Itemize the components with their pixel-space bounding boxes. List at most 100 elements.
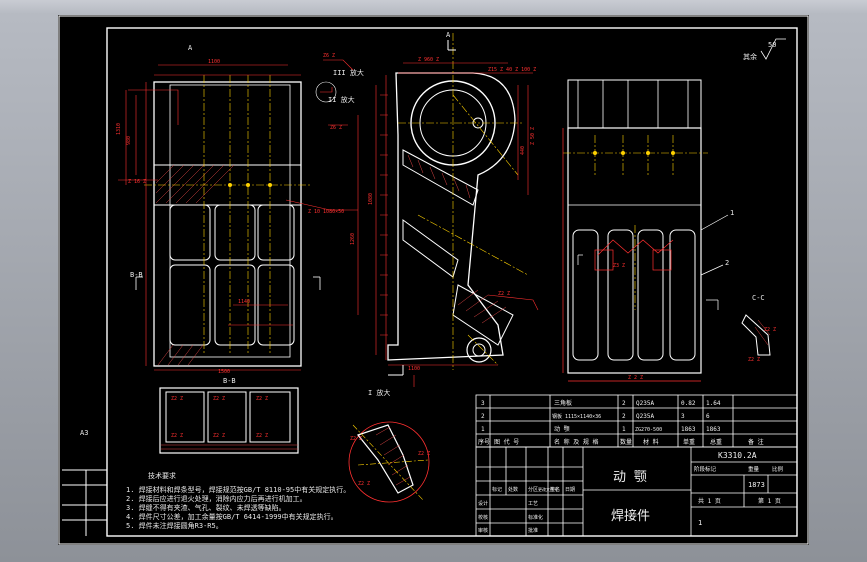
svg-text:1500: 1500 xyxy=(218,369,230,375)
bom-h-code: 图 代 号 xyxy=(494,438,519,446)
roughness-value: 50 xyxy=(768,41,776,49)
bom-h-qty: 数量 xyxy=(620,438,632,446)
svg-text:Z2 Z: Z2 Z xyxy=(418,451,430,457)
bom-r2-no: 2 xyxy=(481,413,485,420)
bom-r2-total: 6 xyxy=(706,413,710,420)
svg-text:Z 10 1080×50: Z 10 1080×50 xyxy=(308,209,344,215)
roughness-symbol: 其余 50 xyxy=(743,38,786,61)
note-2: 2. 焊接后应进行退火处理，消除内应力后再进行机加工。 xyxy=(126,494,307,503)
svg-text:1100: 1100 xyxy=(208,59,220,65)
rev-h-5: 日期 xyxy=(565,487,575,493)
callout-1: 1 xyxy=(730,209,734,217)
svg-text:Z3 Z: Z3 Z xyxy=(613,263,625,269)
side-view: 1260 1080 Z15 Z 40 Z 100 ZZ 960 Z 440 Z … xyxy=(315,31,539,387)
svg-text:Z 16 Z: Z 16 Z xyxy=(128,179,146,185)
margin-label: A3 xyxy=(80,429,88,437)
section-mark-b-left: B-B xyxy=(130,271,143,279)
svg-text:1100: 1100 xyxy=(408,366,420,372)
bom-r1-unit: 0.82 xyxy=(681,400,696,407)
notes-title: 技术要求 xyxy=(148,471,176,480)
svg-text:Z2 Z: Z2 Z xyxy=(748,357,760,363)
svg-text:Z2 Z: Z2 Z xyxy=(213,396,225,402)
role-4: 标准化 xyxy=(528,514,543,521)
svg-text:980: 980 xyxy=(126,136,132,145)
callout-2: 2 xyxy=(725,259,729,267)
bom-r3-unit: 1863 xyxy=(681,426,696,433)
section-c-label: C-C xyxy=(752,294,765,302)
bom-r3-qty: 1 xyxy=(622,426,626,433)
svg-text:Z2 Z: Z2 Z xyxy=(171,433,183,439)
svg-text:Z2 Z: Z2 Z xyxy=(358,481,370,487)
title-block-text: K3310.2A 动 颚 焊接件 阶段标记 重量 比例 1873 1 共 1 页… xyxy=(478,451,784,534)
rev-h-4: 签名 xyxy=(550,486,560,493)
note-5: 5. 焊件未注焊接圆角R3-R5。 xyxy=(126,521,223,530)
part-type: 焊接件 xyxy=(611,508,650,524)
stage-header-1: 重量 xyxy=(748,465,760,473)
drawing-canvas: A3 xyxy=(58,15,809,545)
svg-text:1140: 1140 xyxy=(238,299,250,305)
bom-h-no: 序号 xyxy=(478,438,490,446)
svg-text:1310: 1310 xyxy=(116,123,122,135)
drawing-number: K3310.2A xyxy=(718,451,757,460)
svg-text:440: 440 xyxy=(520,146,526,155)
bom-r1-mat: Q235A xyxy=(636,400,654,407)
stage-header-0: 阶段标记 xyxy=(694,465,717,473)
bom-r1-qty: 2 xyxy=(622,400,626,407)
stage-header-2: 比例 xyxy=(772,465,784,473)
bom-r2-unit: 3 xyxy=(681,413,685,420)
outer-border xyxy=(58,15,809,545)
svg-text:Z2 Z: Z2 Z xyxy=(256,433,268,439)
detail-i: I 放大 Z2 Z Z2 Z Z2 Z xyxy=(348,388,430,503)
role-0: 设计 xyxy=(478,500,488,507)
svg-text:Z6 Z: Z6 Z xyxy=(323,53,335,59)
rev-h-3: 更改文件号 xyxy=(538,486,558,492)
bom-r2-name: 钢板 1115×1140×36 xyxy=(552,413,601,420)
bom-r2-qty: 2 xyxy=(622,413,626,420)
top-view: Z 2 Z Z3 Z 1 2 xyxy=(562,79,734,382)
role-1: 校核 xyxy=(478,514,488,521)
weight-value: 1873 xyxy=(748,481,765,489)
bom-r2-mat: Q235A xyxy=(636,413,654,420)
bom-rows: 3 三角板 2 Q235A 0.82 1.64 2 钢板 1115×1140×3… xyxy=(478,399,764,446)
bom-h-remark: 备 注 xyxy=(748,438,764,446)
svg-text:Z2 Z: Z2 Z xyxy=(213,433,225,439)
svg-text:1260: 1260 xyxy=(350,233,356,245)
detail-i-label: I 放大 xyxy=(368,388,390,397)
bom-r3-name: 动 颚 xyxy=(554,426,570,433)
detail-iii-label: III 放大 xyxy=(333,68,364,77)
bom-h-total: 总重 xyxy=(710,438,722,446)
section-c-c: C-C Z2 Z Z2 Z xyxy=(741,294,776,363)
title-block xyxy=(475,446,798,537)
svg-text:Z2 Z: Z2 Z xyxy=(350,436,362,442)
view-a-arrow-label: A xyxy=(446,31,451,39)
bom-r1-name: 三角板 xyxy=(554,399,572,407)
technical-requirements: 技术要求 1. 焊接材料和焊条型号，焊接规范按GB/T 8110-95中有关规定… xyxy=(126,471,350,530)
svg-text:Z6 Z: Z6 Z xyxy=(330,125,342,131)
view-label-a: A xyxy=(188,44,193,52)
note-4: 4. 焊件尺寸公差，加工余量按GB/T 6414-1999中有关规定执行。 xyxy=(126,512,338,521)
svg-text:Z 2 Z: Z 2 Z xyxy=(628,375,643,381)
role-3: 工艺 xyxy=(528,501,538,507)
rev-h-1: 处数 xyxy=(508,486,518,493)
svg-text:Z2 Z: Z2 Z xyxy=(764,327,776,333)
role-5: 批准 xyxy=(528,527,538,534)
bom-r1-total: 1.64 xyxy=(706,400,721,407)
sheet-number: 第 1 页 xyxy=(758,497,781,505)
rev-h-0: 标记 xyxy=(492,486,502,493)
role-2: 审核 xyxy=(478,527,488,534)
svg-text:1080: 1080 xyxy=(368,193,374,205)
bom-h-mat: 材 料 xyxy=(643,438,659,446)
part-name: 动 颚 xyxy=(613,470,647,485)
svg-text:Z 960 Z: Z 960 Z xyxy=(418,57,439,63)
bom-h-unit: 单重 xyxy=(683,438,695,446)
section-b-title: B-B xyxy=(223,377,236,385)
svg-text:Z15 Z 40 Z 100 Z: Z15 Z 40 Z 100 Z xyxy=(488,67,536,73)
detail-ii-label: II 放大 xyxy=(328,95,355,104)
front-view: 1310 980 1500 1100 Z 10 1080×50 1140 Z 16 … xyxy=(116,44,358,375)
bom-r1-no: 3 xyxy=(481,400,485,407)
svg-text:Z2 Z: Z2 Z xyxy=(498,291,510,297)
svg-text:Z2 Z: Z2 Z xyxy=(171,396,183,402)
bom-r3-no: 1 xyxy=(481,426,485,433)
